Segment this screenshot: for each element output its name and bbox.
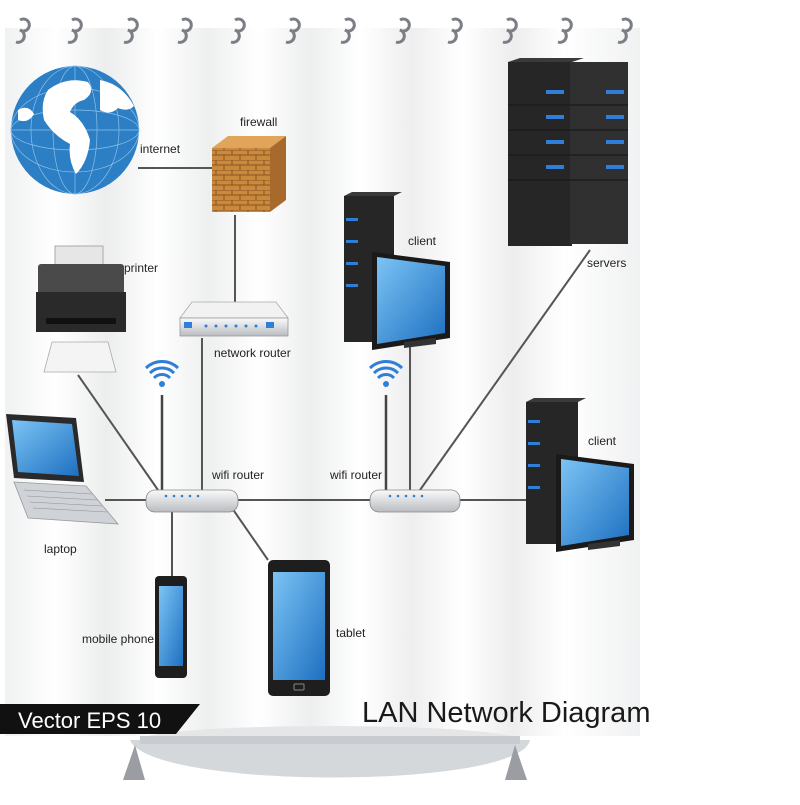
diagram-title: LAN Network Diagram <box>362 697 651 729</box>
servers-icon <box>508 58 628 246</box>
label-tablet: tablet <box>336 626 366 640</box>
tablet-icon <box>268 560 330 696</box>
label-client-right: client <box>588 434 617 448</box>
label-printer: printer <box>124 261 159 275</box>
firewall-icon <box>212 136 286 212</box>
wifi-router-right-icon <box>368 360 461 513</box>
laptop-icon <box>6 414 119 525</box>
label-internet: internet <box>140 142 181 156</box>
bathtub <box>123 726 530 780</box>
client-top-icon <box>344 192 450 350</box>
printer-icon <box>36 245 126 373</box>
vector-banner: Vector EPS 10 <box>0 704 200 734</box>
label-mobile-phone: mobile phone <box>82 632 155 646</box>
banner-text: Vector EPS 10 <box>18 708 162 733</box>
mobile-phone-icon <box>155 576 187 678</box>
network-router-icon <box>179 301 289 337</box>
label-firewall: firewall <box>240 115 278 129</box>
globe-icon <box>10 65 140 195</box>
wifi-router-left-icon <box>144 360 239 513</box>
client-right-icon <box>526 398 634 552</box>
label-wifi-router-left: wifi router <box>212 468 265 482</box>
network-cables <box>77 167 591 578</box>
label-wifi-router-right: wifi router <box>330 468 383 482</box>
label-network-router: network router <box>214 346 291 360</box>
curtain-hooks <box>15 17 633 44</box>
label-servers: servers <box>587 256 627 270</box>
label-client-top: client <box>408 234 437 248</box>
label-laptop: laptop <box>44 542 77 556</box>
